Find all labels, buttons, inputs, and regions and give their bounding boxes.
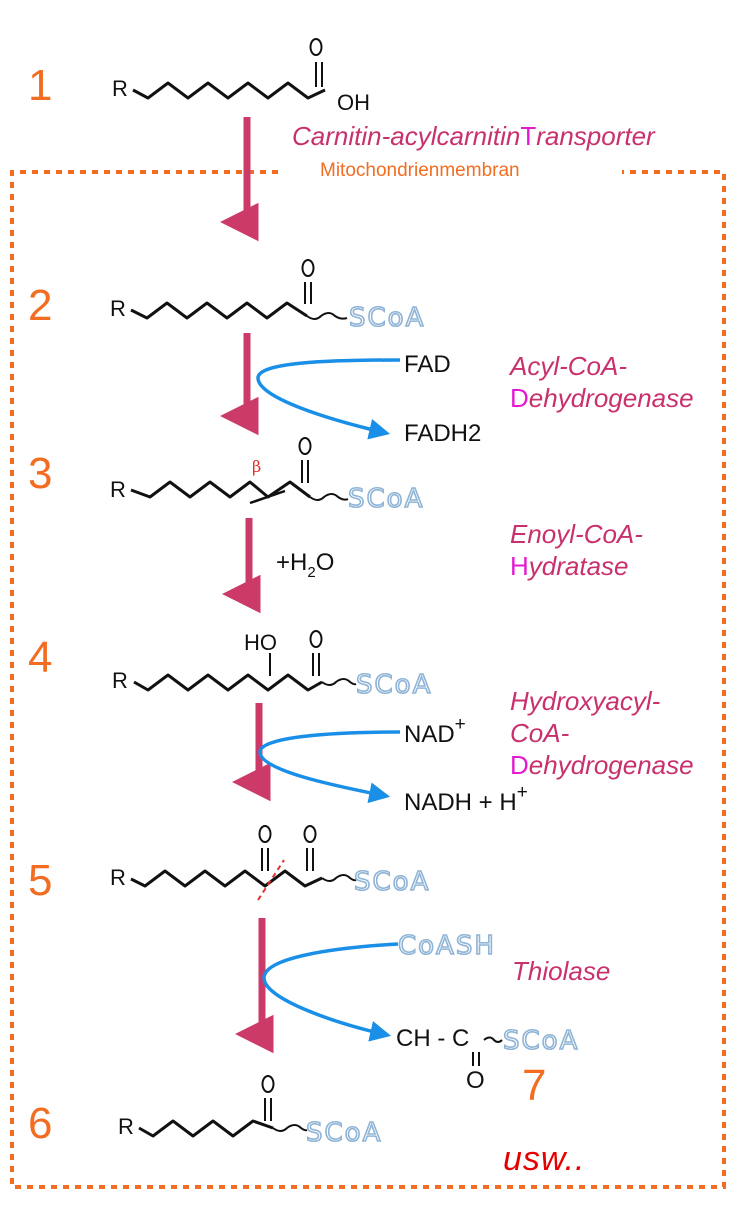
scoa-label: SCoA [354, 867, 430, 897]
acetyl-oxygen-label: O [466, 1067, 485, 1094]
fad-cofactor-arrow [256, 358, 401, 440]
enzyme-hydroxyacyl-coa-dehydrogenase: Hydroxyacyl- CoA- Dehydrogenase [510, 686, 694, 780]
r-group-label: R [112, 76, 128, 101]
fadh2-label: FADH2 [404, 420, 481, 447]
coash-label: CoASH [398, 931, 496, 961]
molecule-enoyl-coa: R SCoA β [110, 437, 424, 515]
water-label: +H2O [276, 549, 334, 581]
molecule-shortened-acyl-coa: R SCoA [118, 1075, 382, 1149]
molecule-acyl-coa: R SCoA [110, 259, 425, 334]
scoa-label: SCoA [349, 303, 425, 333]
enzyme-acyl-coa-dehydrogenase: Acyl-CoA- Dehydrogenase [508, 351, 694, 413]
acetyl-label: CH - C [396, 1025, 469, 1052]
step-number-6: 6 [28, 1099, 52, 1148]
step-number-2: 2 [28, 281, 52, 330]
enzyme-enoyl-coa-hydratase: Enoyl-CoA- Hydratase [510, 519, 650, 581]
step-number-7: 7 [522, 1061, 546, 1110]
hydroxyl-label: HO [244, 630, 277, 655]
fad-label: FAD [404, 351, 451, 378]
nad-label: NAD+ [404, 714, 466, 748]
r-group-label: R [118, 1114, 134, 1139]
coash-cofactor-arrow [262, 942, 399, 1042]
hydroxyl-label: OH [337, 90, 370, 115]
r-group-label: R [112, 668, 128, 693]
acetyl-coa-product: CH - C O SCoA [396, 1025, 579, 1094]
scoa-label: SCoA [348, 484, 424, 514]
step-number-5: 5 [28, 856, 52, 905]
molecule-ketoacyl-coa: R SCoA [110, 825, 430, 901]
step-number-3: 3 [28, 449, 52, 498]
mitochondrial-membrane-border [10, 170, 726, 1189]
transporter-label: Carnitin-acylcarnitinTransporter [292, 121, 656, 151]
r-group-label: R [110, 865, 126, 890]
r-group-label: R [110, 296, 126, 321]
molecule-fatty-acid: R OH [112, 38, 370, 115]
step-number-4: 4 [28, 633, 52, 682]
membrane-label: Mitochondrienmembran [320, 160, 520, 181]
step-number-1: 1 [28, 61, 52, 110]
enzyme-thiolase: Thiolase [512, 956, 610, 986]
scoa-label: SCoA [356, 670, 432, 700]
r-group-label: R [110, 477, 126, 502]
beta-label: β [252, 457, 261, 476]
scoa-label: SCoA [306, 1118, 382, 1148]
molecule-hydroxyacyl-coa: R HO SCoA [112, 630, 432, 701]
usw-label: usw.. [503, 1140, 585, 1178]
scoa-label: SCoA [503, 1026, 579, 1056]
nad-cofactor-arrow [258, 730, 401, 804]
nadh-label: NADH + H+ [404, 782, 528, 816]
